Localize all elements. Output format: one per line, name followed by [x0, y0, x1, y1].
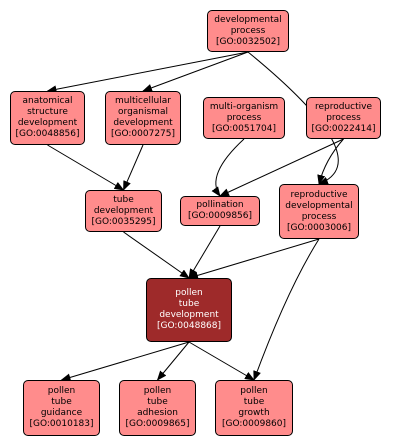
edge-n9-to-n10	[60, 341, 190, 382]
edge-n2-to-n6	[47, 144, 125, 191]
node-pollen-tube-adhesion[interactable]: pollen tube adhesion [GO:0009865]	[119, 380, 196, 436]
node-go-id: [GO:0009856]	[187, 211, 253, 221]
node-label-line: process	[226, 112, 262, 123]
edge-n5-to-n8	[317, 138, 344, 185]
edge-n8-to-n9	[188, 238, 320, 280]
edge-n5-to-n7	[219, 138, 344, 197]
node-go-id: [GO:0035295]	[91, 216, 156, 227]
node-go-id: [GO:0051704]	[211, 123, 277, 134]
node-go-id: [GO:0003006]	[286, 222, 352, 233]
node-label-line: reproductive	[290, 189, 348, 200]
node-label-line: tube	[51, 397, 72, 407]
node-go-id: [GO:0007275]	[110, 129, 176, 139]
node-label-line: tube	[113, 194, 134, 205]
node-pollen-tube-development[interactable]: pollen tube development [GO:0048868]	[146, 278, 232, 342]
node-label-line: developmental	[285, 200, 353, 211]
node-label-line: process	[230, 25, 266, 36]
node-label-line: development	[93, 205, 154, 216]
node-go-id: [GO:0009865]	[125, 419, 190, 429]
node-pollen-tube-guidance[interactable]: pollen tube guidance [GO:0010183]	[23, 380, 100, 436]
node-reproductive-process[interactable]: reproductive process [GO:0022414]	[306, 97, 381, 139]
node-go-id: [GO:0048868]	[156, 321, 222, 331]
node-label-line: multi-organism	[209, 101, 279, 112]
node-pollen-tube-growth[interactable]: pollen tube growth [GO:0009860]	[215, 380, 293, 436]
node-label-line: structure	[27, 107, 68, 117]
node-tube-development[interactable]: tube development [GO:0035295]	[85, 190, 162, 232]
edge-n8-to-n12	[253, 238, 320, 381]
node-label-line: pollen	[240, 386, 268, 396]
node-label-line: pollination	[196, 200, 244, 210]
node-label-line: pollen	[143, 386, 172, 396]
node-go-id: [GO:0022414]	[311, 123, 376, 134]
node-label-line: pollen	[175, 288, 203, 298]
node-label-line: process	[301, 211, 337, 222]
node-label-line: development	[113, 118, 173, 128]
node-label-line: multicellular	[115, 96, 171, 106]
edge-n1-to-n2	[46, 51, 249, 94]
node-anatomical-structure-development[interactable]: anatomical structure development [GO:004…	[10, 91, 85, 145]
node-multicellular-organismal-development[interactable]: multicellular organismal development [GO…	[105, 91, 181, 145]
node-pollination[interactable]: pollination [GO:0009856]	[180, 196, 260, 226]
node-label-line: guidance	[40, 408, 83, 418]
edge-n9-to-n11	[156, 341, 190, 381]
node-label-line: tube	[243, 397, 265, 407]
node-go-id: [GO:0048856]	[15, 129, 80, 139]
edge-n4-to-n7	[211, 138, 245, 197]
node-multi-organism-process[interactable]: multi-organism process [GO:0051704]	[203, 97, 285, 139]
edge-n6-to-n9	[123, 231, 190, 279]
node-label-line: process	[326, 112, 361, 123]
edge-n3-to-n6	[123, 144, 144, 191]
edge-n1-to-n3	[142, 51, 249, 92]
node-label-line: growth	[238, 408, 270, 418]
node-label-line: anatomical	[22, 96, 73, 106]
node-go-id: [GO:0032502]	[215, 36, 281, 47]
edge-n7-to-n9	[188, 225, 221, 279]
node-go-id: [GO:0010183]	[29, 419, 94, 429]
node-label-line: tube	[178, 299, 200, 309]
edge-n9-to-n12	[188, 341, 255, 381]
node-label-line: organismal	[118, 107, 168, 117]
node-developmental-process[interactable]: developmental process [GO:0032502]	[207, 10, 289, 52]
node-label-line: tube	[147, 397, 168, 407]
node-label-line: developmental	[214, 14, 282, 25]
node-go-id: [GO:0009860]	[221, 419, 287, 429]
node-label-line: pollen	[47, 386, 76, 396]
node-label-line: reproductive	[314, 101, 373, 112]
node-label-line: development	[17, 118, 78, 128]
node-label-line: adhesion	[137, 408, 178, 418]
node-label-line: development	[159, 310, 219, 320]
node-reproductive-developmental-process[interactable]: reproductive developmental process [GO:0…	[279, 184, 359, 239]
